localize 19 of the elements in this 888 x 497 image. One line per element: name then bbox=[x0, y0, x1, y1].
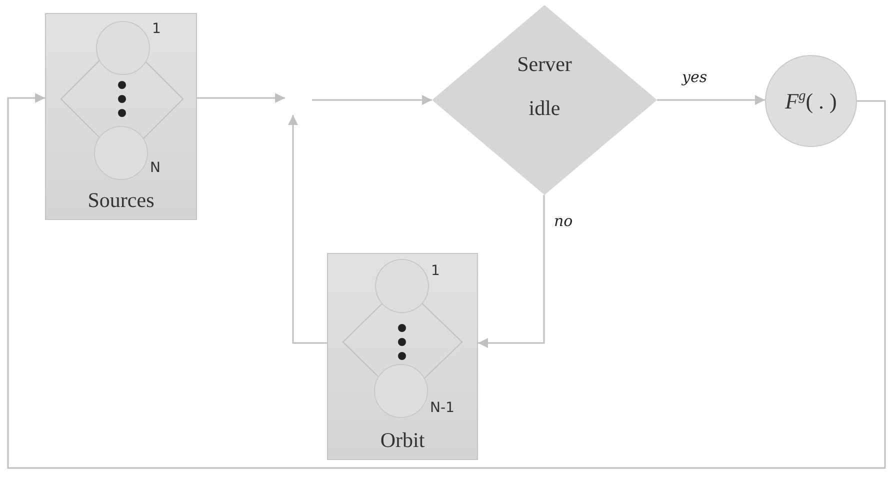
circle-number: 1 bbox=[152, 21, 161, 37]
arrow bbox=[312, 95, 432, 105]
group-box bbox=[327, 253, 478, 460]
arrow bbox=[657, 95, 765, 105]
group-title: Sources bbox=[86, 188, 156, 213]
function-label: F$^{g}$( . ) bbox=[785, 88, 837, 114]
arrow bbox=[7, 93, 886, 469]
group-title: Orbit bbox=[379, 428, 426, 453]
decision-text: Server idle bbox=[516, 51, 573, 122]
circle-number: 1 bbox=[431, 263, 440, 279]
arrow bbox=[478, 195, 545, 348]
empty-circle-node bbox=[96, 21, 150, 75]
decision-diamond bbox=[432, 5, 657, 195]
circle-number: N-1 bbox=[430, 400, 454, 416]
empty-circle-node bbox=[375, 259, 429, 313]
group-box bbox=[45, 13, 197, 220]
circle-number: N bbox=[150, 160, 160, 176]
arrow bbox=[197, 93, 285, 103]
arrow bbox=[288, 115, 327, 344]
